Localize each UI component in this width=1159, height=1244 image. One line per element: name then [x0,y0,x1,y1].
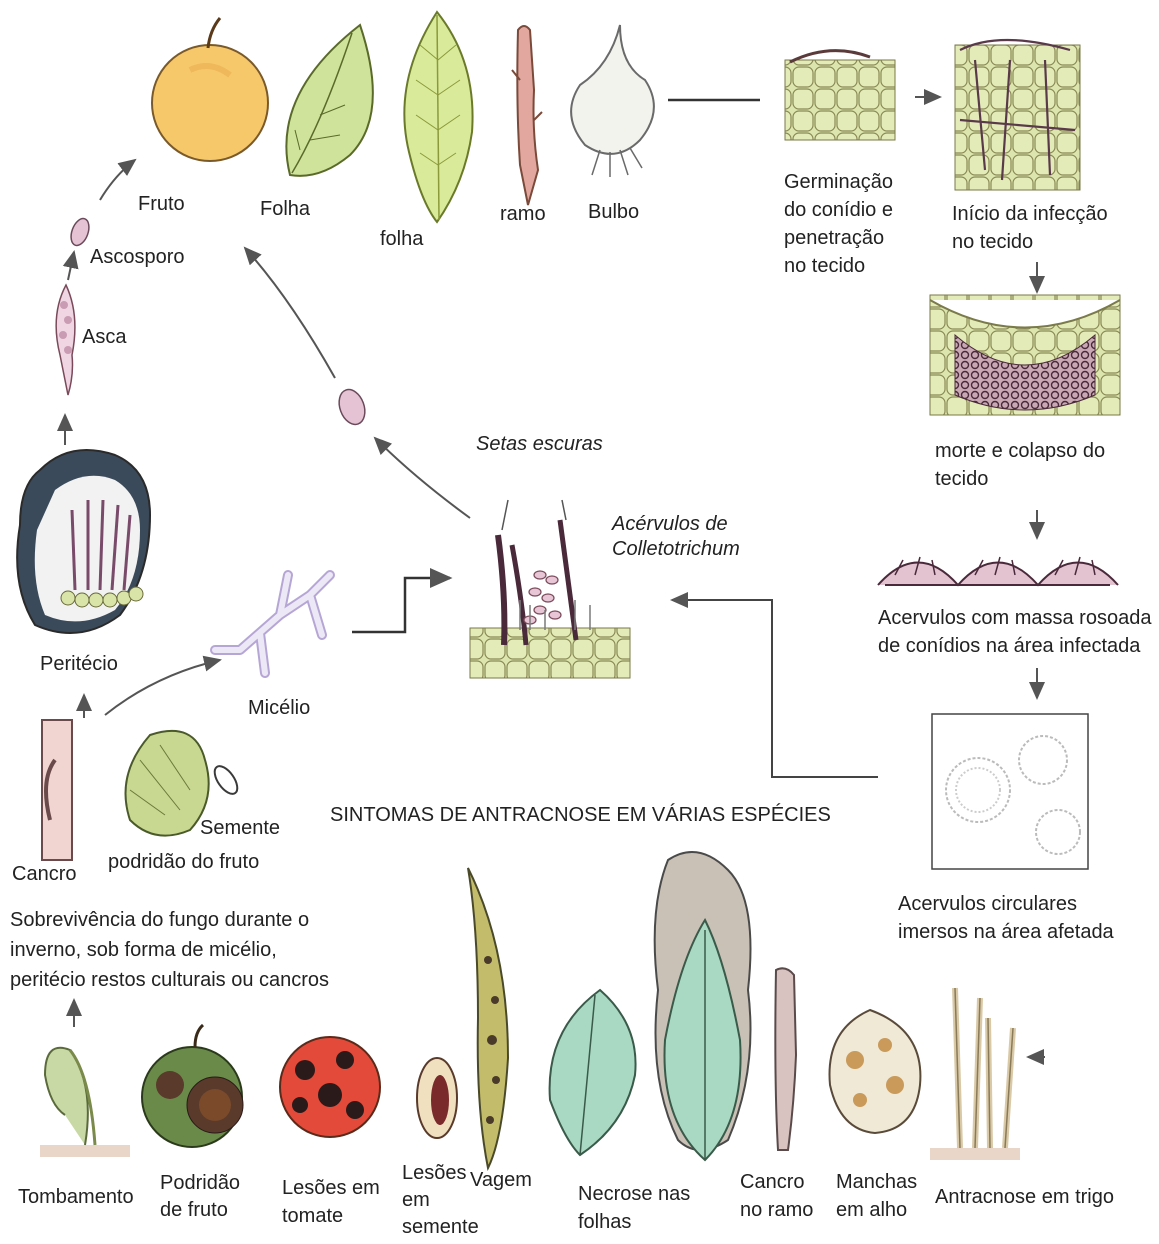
label-lesoes-tomate: Lesões em tomate [282,1174,380,1230]
rotten-fruit-illustration [126,731,209,836]
label-podridao-do-fruto: podridão do fruto [108,850,259,875]
acervulus-illustration [470,520,630,678]
leaf-illustration-1 [286,25,372,176]
label-lesoes-semente: Lesões em semente [402,1160,479,1241]
acervuli-pink-mass [878,557,1118,585]
twig-canker-illustration [775,968,796,1150]
ascus-illustration [56,285,75,395]
label-manchas-alho: Manchas em alho [836,1168,917,1224]
garlic-spots-illustration [830,1010,921,1133]
tomato-lesions-illustration [280,1037,380,1137]
label-acervulos-colletotrichum: Acérvulos de Colletotrichum [612,512,740,562]
damping-off-seedling-illustration [40,1048,130,1157]
label-ascosporo: Ascosporo [90,245,185,270]
label-folha-1: Folha [260,197,310,222]
label-ramo: ramo [500,202,546,227]
seed-lesions-illustration [417,1058,457,1138]
label-sobrevivencia: Sobrevivência do fungo durante o inverno… [10,905,329,995]
label-tombamento: Tombamento [18,1185,134,1210]
label-inicio-infeccao: Início da infecção no tecido [952,200,1108,256]
leaf-necrosis-illustration [655,852,751,1160]
early-infection-tissue [955,40,1080,190]
label-acervulos-massa: Acervulos com massa rosoada de conídios … [878,604,1151,660]
label-folha-2: folha [380,227,423,252]
pod-illustration [468,868,508,1168]
label-semente: Semente [200,816,280,841]
leaf-illustration-2 [404,12,472,222]
label-germinacao: Germinação do conídio e penetração no te… [784,168,893,280]
circular-acervuli-box [932,714,1088,869]
fruit-rot-illustration [142,1025,243,1147]
label-necrose-folhas: Necrose nas folhas [578,1180,690,1236]
perithecium-illustration [17,450,150,633]
label-setas-escuras: Setas escuras [476,432,603,457]
necrotic-leaf-illustration [550,990,636,1155]
label-cancro-ramo: Cancro no ramo [740,1168,813,1224]
label-morte-colapso: morte e colapso do tecido [935,437,1105,493]
canker-illustration [42,720,72,860]
label-bulbo: Bulbo [588,200,639,225]
apple-fruit-illustration [152,18,268,161]
mycelium-illustration [215,575,330,673]
label-acervulos-circulares: Acervulos circulares imersos na área afe… [898,890,1114,946]
symptoms-title: SINTOMAS DE ANTRACNOSE EM VÁRIAS ESPÉCIE… [330,803,831,828]
label-podridao-de-fruto: Podridão de fruto [160,1170,240,1224]
label-asca: Asca [82,325,126,350]
seed-illustration [210,762,241,797]
tissue-collapse [930,295,1120,415]
label-antracnose-trigo: Antracnose em trigo [935,1185,1114,1210]
label-cancro: Cancro [12,862,76,887]
bulb-illustration [571,25,654,177]
twig-illustration [512,26,542,205]
label-peritecio: Peritécio [40,652,118,677]
label-vagem: Vagem [470,1168,532,1193]
label-micelio: Micélio [248,696,310,721]
wheat-anthracnose-illustration [930,988,1020,1160]
label-fruto: Fruto [138,192,185,217]
germination-tissue [785,51,895,140]
